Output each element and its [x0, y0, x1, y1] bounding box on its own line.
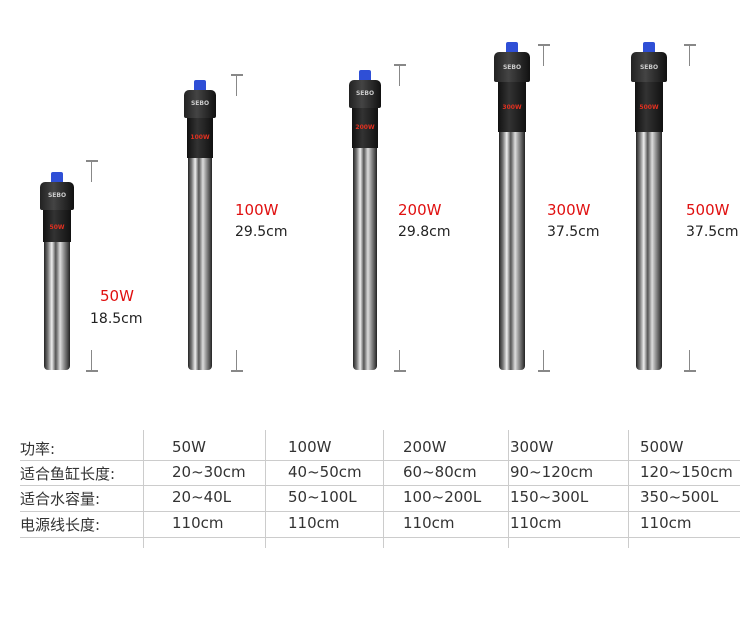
table-divider — [508, 430, 509, 548]
heater-collar: 50W — [43, 210, 71, 242]
heater-50w: SEBO 50W — [40, 172, 74, 372]
length-bracket — [538, 44, 550, 372]
tube-watt-label: 50W — [49, 224, 65, 231]
table-divider — [383, 430, 384, 548]
row-label: 电源线长度: — [20, 516, 101, 534]
table-divider — [265, 430, 266, 548]
length-label: 18.5cm — [90, 311, 143, 327]
table-cell: 150~300L — [510, 488, 589, 506]
table-divider — [20, 511, 740, 512]
table-cell: 110cm — [172, 514, 224, 532]
brand-logo: SEBO — [639, 64, 659, 71]
table-divider — [20, 460, 740, 461]
table-cell: 500W — [640, 438, 684, 456]
heater-tube — [188, 158, 212, 370]
table-cell: 200W — [403, 438, 447, 456]
heater-cap: SEBO — [184, 90, 216, 118]
tube-watt-label: 500W — [639, 104, 659, 111]
heater-tube — [44, 242, 70, 370]
row-label: 适合鱼缸长度: — [20, 465, 116, 483]
table-cell: 90~120cm — [510, 463, 594, 481]
heater-collar: 100W — [187, 118, 213, 158]
watt-label: 200W — [398, 201, 442, 219]
heater-300w: SEBO 300W — [494, 42, 530, 372]
watt-label: 300W — [547, 201, 591, 219]
heater-cap: SEBO — [494, 52, 530, 82]
length-label: 37.5cm — [686, 224, 739, 240]
table-divider — [143, 430, 144, 548]
heater-collar: 300W — [498, 82, 526, 132]
knob — [643, 42, 655, 54]
brand-logo: SEBO — [355, 90, 375, 97]
table-cell: 50W — [172, 438, 206, 456]
row-label: 功率: — [20, 440, 56, 458]
table-cell: 100~200L — [403, 488, 482, 506]
table-cell: 100W — [288, 438, 332, 456]
heater-tube — [636, 132, 662, 370]
length-bracket — [394, 64, 406, 372]
length-label: 29.8cm — [398, 224, 451, 240]
length-label: 29.5cm — [235, 224, 288, 240]
length-label: 37.5cm — [547, 224, 600, 240]
knob — [194, 80, 206, 92]
table-cell: 20~40L — [172, 488, 232, 506]
table-cell: 20~30cm — [172, 463, 246, 481]
brand-logo: SEBO — [47, 192, 67, 199]
watt-label: 100W — [235, 201, 279, 219]
length-bracket — [86, 160, 98, 372]
table-cell: 110cm — [403, 514, 455, 532]
brand-logo: SEBO — [502, 64, 522, 71]
table-divider — [20, 485, 740, 486]
knob — [51, 172, 63, 184]
row-label: 适合水容量: — [20, 490, 101, 508]
watt-label: 50W — [100, 287, 134, 305]
table-cell: 50~100L — [288, 488, 357, 506]
table-cell: 110cm — [510, 514, 562, 532]
brand-logo: SEBO — [190, 100, 210, 107]
heater-cap: SEBO — [631, 52, 667, 82]
heater-200w: SEBO 200W — [349, 70, 381, 372]
tube-watt-label: 200W — [355, 124, 375, 131]
table-cell: 110cm — [288, 514, 340, 532]
heater-cap: SEBO — [349, 80, 381, 108]
table-cell: 300W — [510, 438, 554, 456]
table-cell: 60~80cm — [403, 463, 477, 481]
knob — [506, 42, 518, 54]
length-bracket — [231, 74, 243, 372]
heater-collar: 200W — [352, 108, 378, 148]
heater-500w: SEBO 500W — [631, 42, 667, 372]
length-bracket — [684, 44, 696, 372]
tube-watt-label: 100W — [190, 134, 210, 141]
table-cell: 40~50cm — [288, 463, 362, 481]
table-divider — [20, 537, 740, 538]
watt-label: 500W — [686, 201, 730, 219]
tube-watt-label: 300W — [502, 104, 522, 111]
table-cell: 350~500L — [640, 488, 719, 506]
table-cell: 110cm — [640, 514, 692, 532]
heater-cap: SEBO — [40, 182, 74, 210]
heater-100w: SEBO 100W — [184, 80, 216, 372]
heater-tube — [353, 148, 377, 370]
knob — [359, 70, 371, 82]
heater-tube — [499, 132, 525, 370]
heater-collar: 500W — [635, 82, 663, 132]
table-divider — [628, 430, 629, 548]
table-cell: 120~150cm — [640, 463, 733, 481]
